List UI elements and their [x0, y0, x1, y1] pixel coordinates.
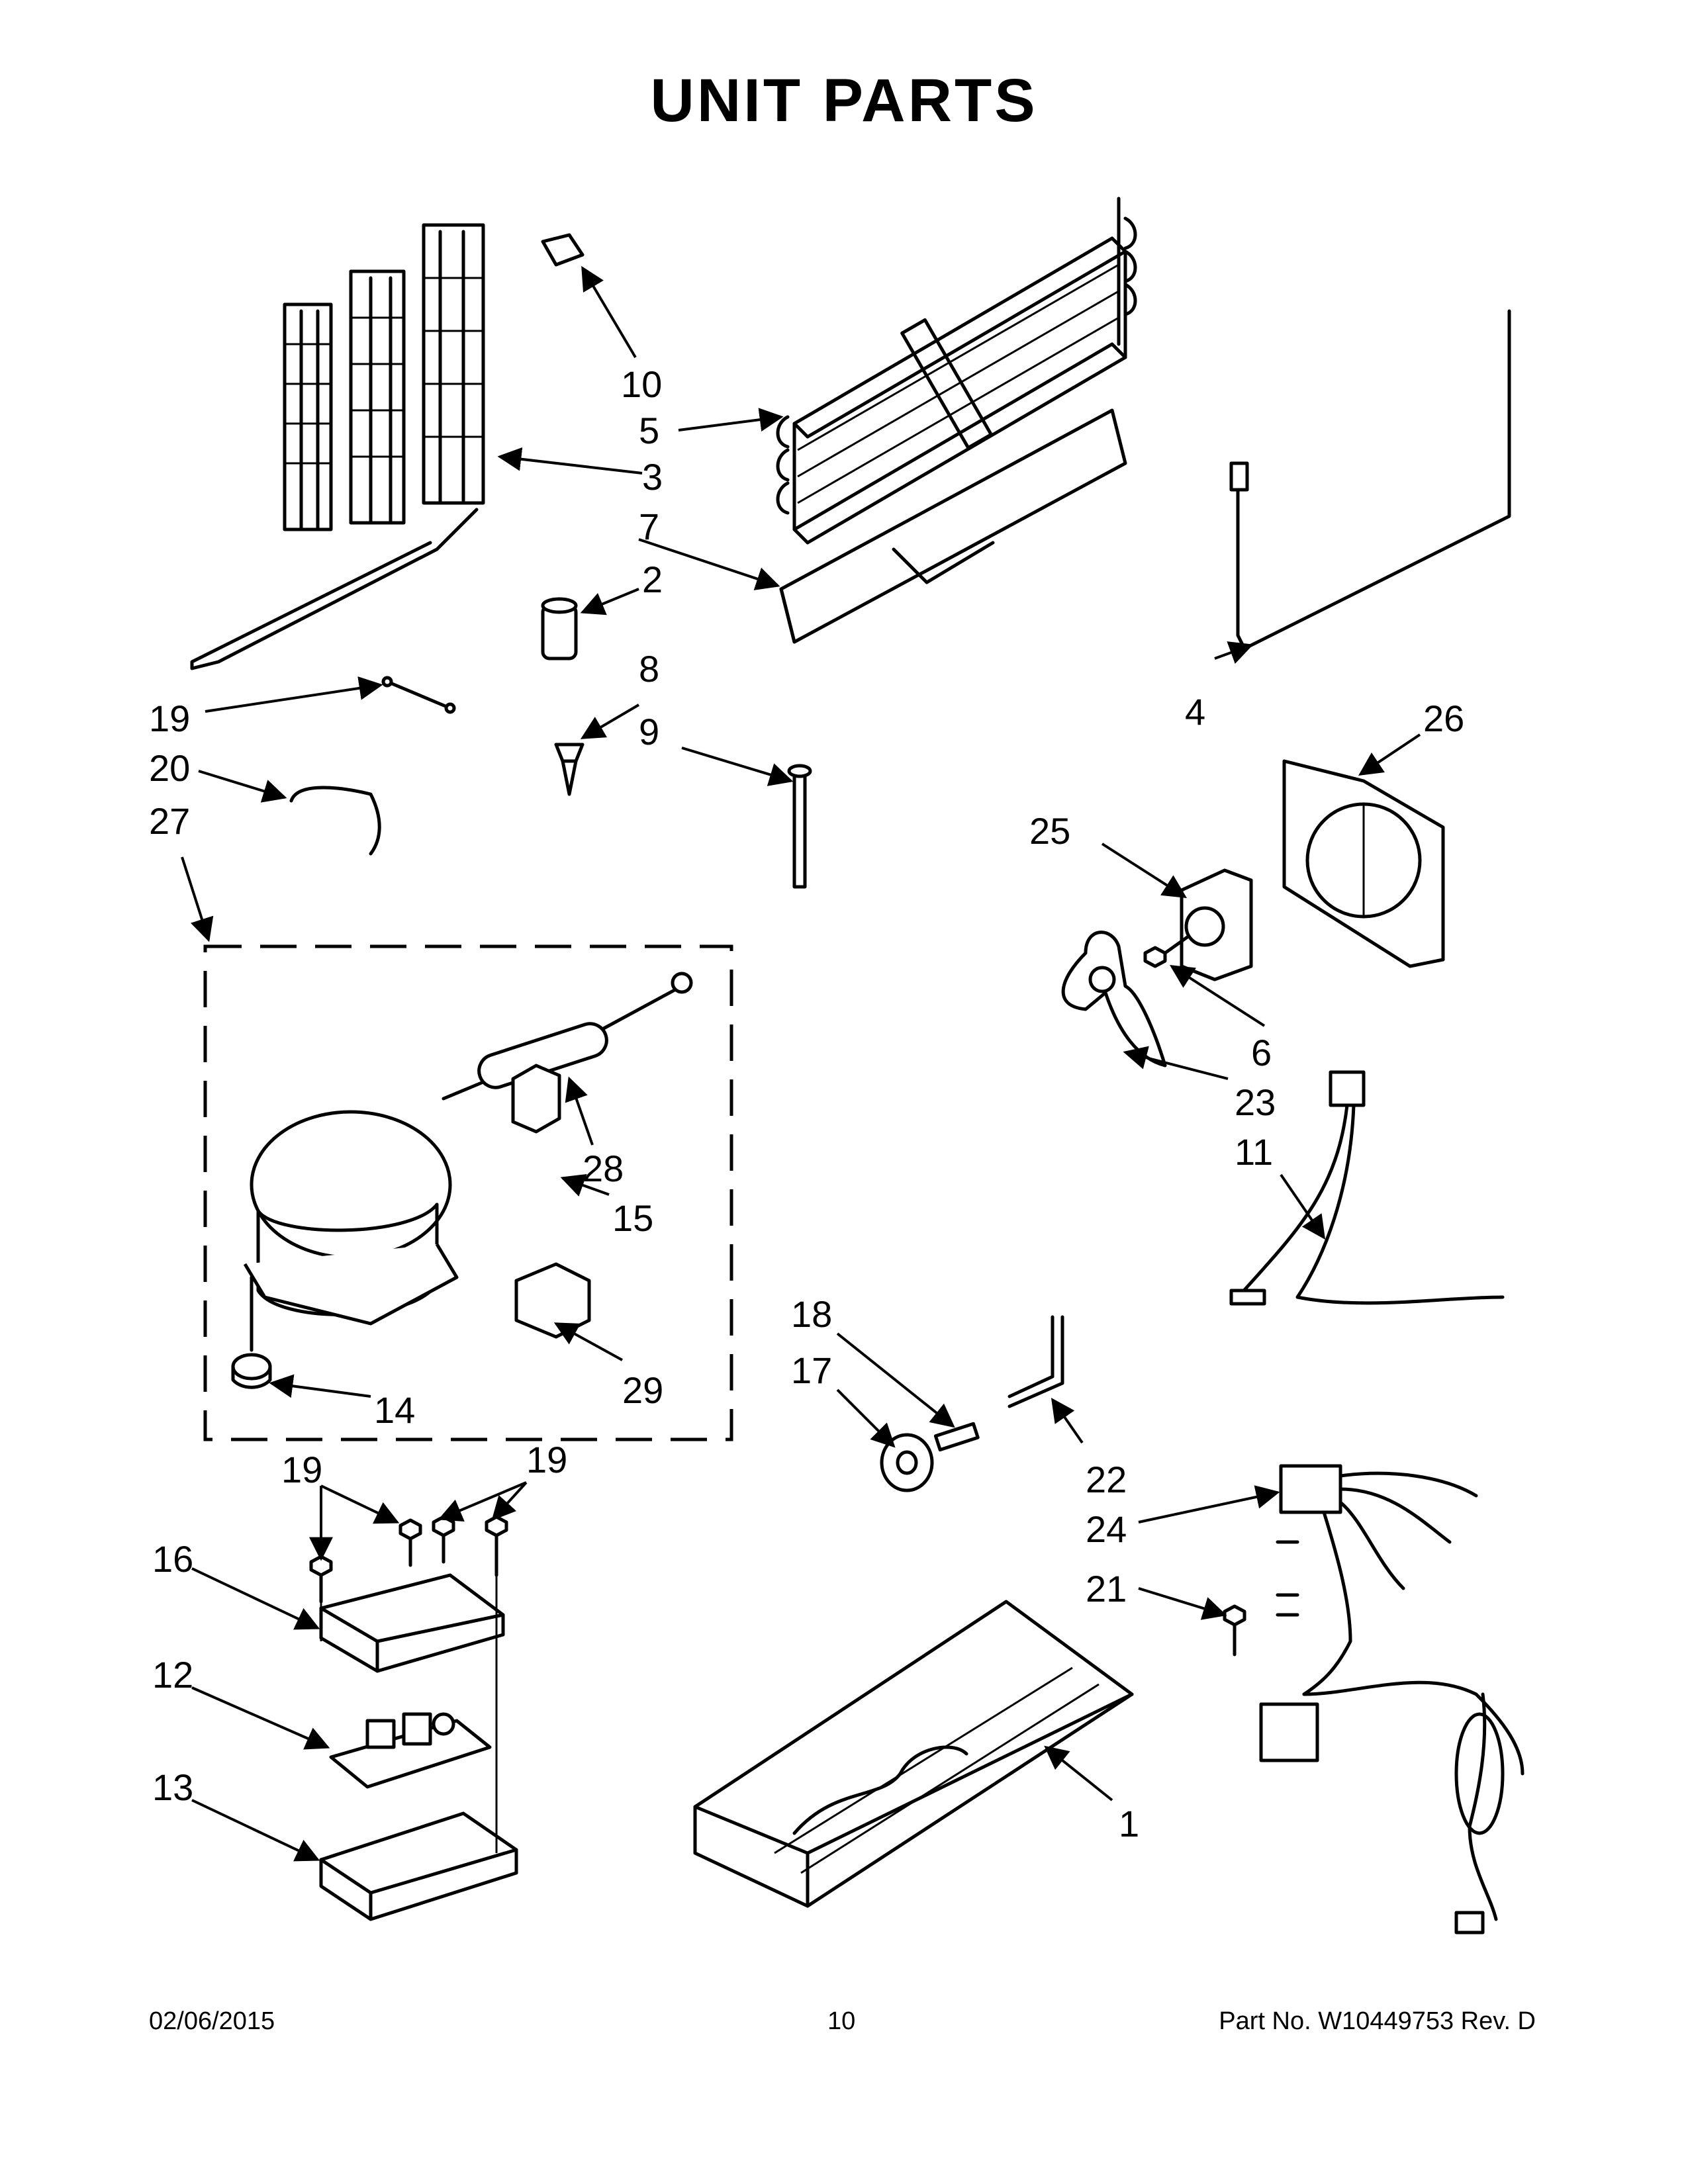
callout-4: 4 [1185, 691, 1205, 733]
wire-clip [289, 786, 381, 856]
guide-lines [320, 1575, 498, 1853]
footer-date: 02/06/2015 [149, 2007, 275, 2035]
callout-27: 26 [1423, 698, 1464, 739]
callout-2: 2 [642, 559, 663, 600]
callout-3: 3 [642, 456, 663, 498]
callout-13: 13 [152, 1766, 193, 1808]
callout-21: 20 [149, 747, 190, 789]
tube [787, 764, 812, 889]
compressor-grommet [231, 1275, 272, 1389]
callout-1: 1 [1119, 1803, 1139, 1844]
callout-labels: 10 5 3 7 2 8 9 19 20 27 4 26 25 6 23 11 … [149, 363, 1464, 1844]
grommet [554, 743, 585, 796]
clip [541, 233, 585, 267]
callout-12: 12 [152, 1654, 193, 1696]
fan-screw [1143, 934, 1190, 968]
fan-shroud [1282, 759, 1445, 968]
page-title: UNIT PARTS [650, 67, 1038, 134]
control-cover [319, 1573, 505, 1673]
callout-20: 19 [149, 698, 190, 739]
callout-8: 8 [639, 648, 659, 690]
fan-motor [1180, 868, 1253, 981]
control-board [329, 1712, 492, 1789]
control-housing [319, 1811, 518, 1921]
callout-15: 15 [612, 1197, 653, 1239]
callout-23: 22 [1086, 1459, 1127, 1500]
callout-16: 16 [152, 1538, 193, 1580]
filter-drier [442, 972, 693, 1101]
callout-7: 7 [639, 506, 659, 547]
callout-6: 6 [1251, 1032, 1272, 1073]
fan-blade [1061, 931, 1167, 1068]
callout-26: 25 [1029, 810, 1070, 852]
l-tube [1008, 1315, 1064, 1408]
condenser-coil [190, 223, 485, 670]
callout-22: 21 [1086, 1568, 1127, 1610]
callout-25: 24 [1086, 1508, 1127, 1550]
evaporator-coil [776, 197, 1137, 545]
callout-19-right: 19 [526, 1439, 567, 1480]
footer-part-number: Part No. W10449753 Rev. D [1219, 2007, 1536, 2035]
callout-11: 11 [1235, 1131, 1273, 1173]
main-wire-harness [1259, 1464, 1524, 1934]
callout-9: 9 [639, 711, 659, 752]
roller-axle [933, 1422, 980, 1452]
cylinder-part [541, 597, 578, 660]
callout-19-left: 19 [281, 1449, 322, 1490]
callout-5: 5 [639, 410, 659, 451]
callout-30: 29 [622, 1369, 663, 1411]
ground-screw [1223, 1604, 1246, 1657]
overload-box [514, 1262, 591, 1339]
callout-29: 28 [583, 1148, 624, 1189]
callout-24: 23 [1235, 1081, 1276, 1123]
footer-page-number: 10 [827, 2007, 856, 2035]
sensor-harness [1229, 309, 1511, 651]
callout-28: 27 [149, 800, 190, 842]
callout-10: 10 [621, 363, 662, 405]
callout-17: 17 [791, 1349, 832, 1391]
callout-14: 14 [374, 1389, 415, 1431]
base-plate [693, 1600, 1134, 1908]
leader-lines [181, 265, 1421, 1862]
roller-wheel [880, 1433, 934, 1492]
callout-18: 18 [791, 1293, 832, 1335]
relay [511, 1064, 561, 1134]
drain-trough [779, 408, 1127, 644]
compressor-kit-box [203, 944, 733, 1441]
strap [381, 676, 456, 714]
wire-harness-small [1229, 1070, 1505, 1306]
compressor [243, 1110, 459, 1326]
